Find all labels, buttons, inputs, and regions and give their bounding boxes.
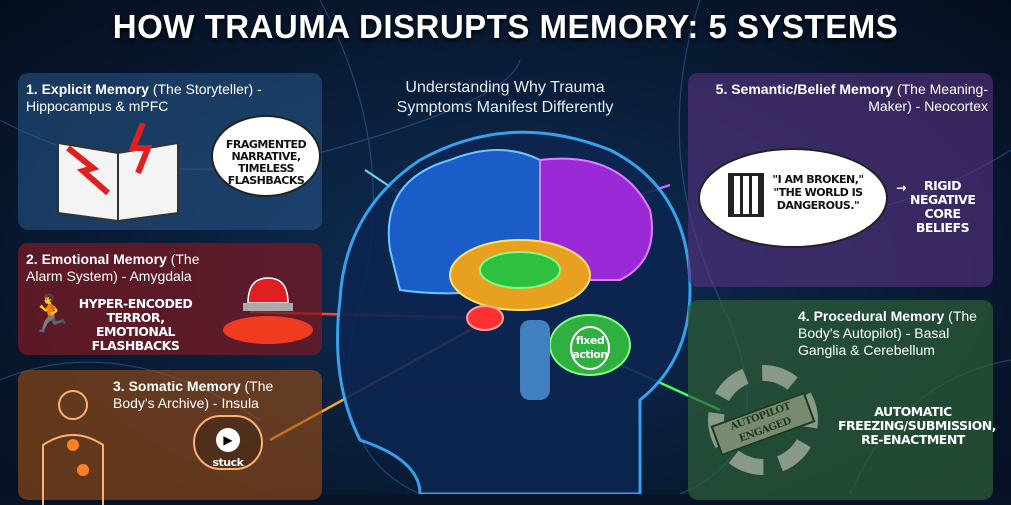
thought-cloud bbox=[211, 115, 321, 197]
panel-description: (The Storyteller) - Hippocampus & mPFC bbox=[26, 81, 262, 114]
arrow-right-icon: → bbox=[896, 180, 906, 195]
panel-heading: 1. Explicit Memory bbox=[26, 81, 149, 97]
stuck-label: stuck bbox=[212, 456, 244, 469]
panel-description: (The Body's Archive) - Insula bbox=[113, 378, 274, 411]
panel-heading: 4. Procedural Memory bbox=[798, 308, 945, 324]
play-button-icon: ▶ bbox=[216, 428, 240, 452]
brain-illustration bbox=[387, 149, 653, 400]
locked-cage-icon bbox=[728, 173, 764, 217]
panel-caption: RIGID NEGATIVE CORE BELIEFS bbox=[910, 178, 976, 235]
subtitle: Understanding Why Trauma Symptoms Manife… bbox=[396, 79, 614, 116]
panel-caption: FRAGMENTED NARRATIVE, TIMELESS FLASHBACK… bbox=[225, 138, 307, 187]
alarm-siren-icon bbox=[223, 277, 313, 344]
panel-procedural-memory: 4. Procedural Memory (The Body's Autopil… bbox=[688, 300, 996, 500]
panel-heading: 5. Semantic/Belief Memory bbox=[715, 81, 894, 97]
panel-description: (The Alarm System) - Amygdala bbox=[26, 251, 200, 284]
panel-description: (The Meaning-Maker) - Neocortex bbox=[868, 81, 988, 114]
panel-explicit-memory: 1. Explicit Memory (The Storyteller) - H… bbox=[18, 73, 322, 230]
panel-description: (The Body's Autopilot) - Basal Ganglia &… bbox=[798, 308, 977, 358]
fixed-action-label: fixed action bbox=[570, 326, 610, 370]
panel-heading: 3. Somatic Memory bbox=[113, 378, 241, 394]
panel-heading: 2. Emotional Memory bbox=[26, 251, 167, 267]
panel-caption: HYPER-ENCODED TERROR, EMOTIONAL FLASHBAC… bbox=[78, 296, 193, 353]
page-title: HOW TRAUMA DISRUPTS MEMORY: 5 SYSTEMS bbox=[112, 8, 899, 45]
frightened-person-icon: 🏃 bbox=[28, 293, 73, 334]
broken-book-icon bbox=[57, 123, 179, 223]
body-outline-icon bbox=[42, 390, 104, 505]
belief-quote: "I AM BROKEN," "THE WORLD IS DANGEROUS." bbox=[772, 173, 864, 212]
panel-semantic-memory: 5. Semantic/Belief Memory (The Meaning-M… bbox=[688, 73, 993, 287]
panel-somatic-memory: 3. Somatic Memory (The Body's Archive) -… bbox=[18, 370, 322, 505]
panel-emotional-memory: 2. Emotional Memory (The Alarm System) -… bbox=[18, 243, 322, 355]
panel-caption: AUTOMATIC FREEZING/SUBMISSION, RE-ENACTM… bbox=[838, 404, 996, 447]
